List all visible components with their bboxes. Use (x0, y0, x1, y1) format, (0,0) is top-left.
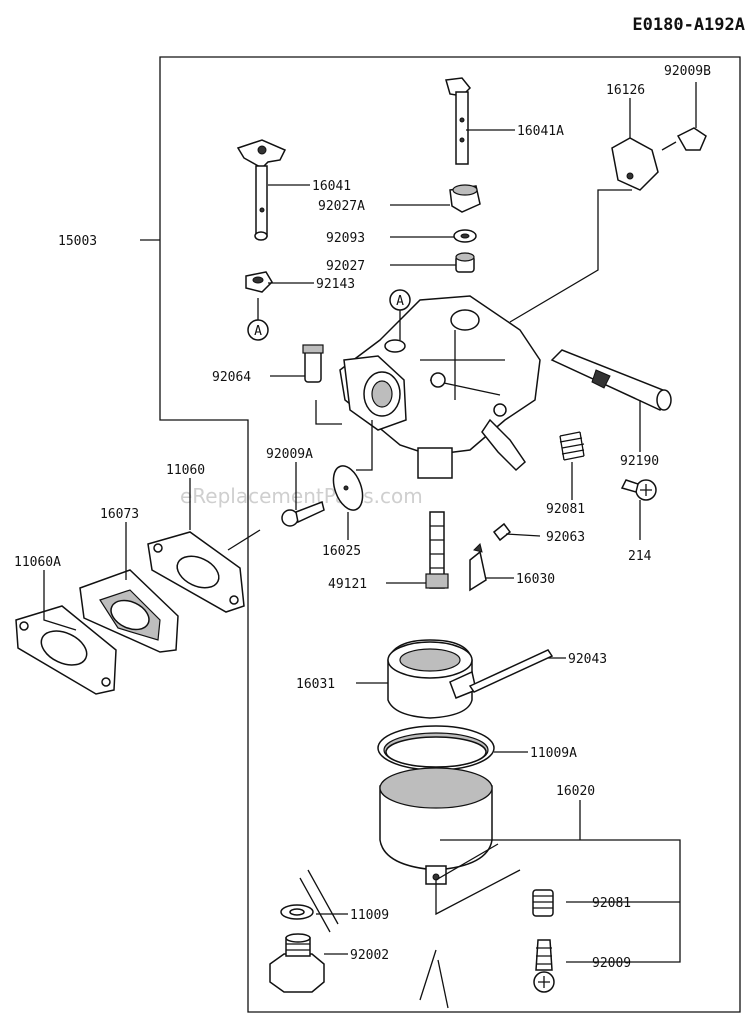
callout-92027A: 92027A (318, 199, 365, 214)
part-92143-nut (245, 271, 273, 293)
callout-92009B: 92009B (664, 64, 711, 79)
part-16031-float (387, 639, 477, 719)
callout-92093: 92093 (326, 231, 365, 246)
part-16020-float-bowl (379, 767, 493, 885)
callout-92143: 92143 (316, 277, 355, 292)
part-11060A-gasket (15, 605, 117, 695)
callout-214: 214 (628, 549, 652, 564)
part-16041A-throttle-shaft (445, 77, 472, 165)
callout-92190: 92190 (620, 454, 659, 469)
reference-a-left: A (254, 324, 262, 339)
part-92043-float-pin (468, 649, 554, 693)
part-16030-float-valve (469, 543, 487, 592)
reference-a-right: A (396, 294, 404, 309)
bowl-rim-guide-lines (299, 869, 339, 933)
bowl-bottom-guide-lines (419, 949, 449, 1009)
callout-16126: 16126 (606, 83, 645, 98)
callout-16020: 16020 (556, 784, 595, 799)
callout-92063: 92063 (546, 530, 585, 545)
callout-92043: 92043 (568, 652, 607, 667)
part-11060-gasket (147, 531, 245, 613)
part-16126-throttle-plate (611, 137, 659, 191)
reference-circle-a-right (389, 289, 411, 311)
callout-11009: 11009 (350, 908, 389, 923)
reference-circle-a-left (247, 319, 269, 341)
callout-92002: 92002 (350, 948, 389, 963)
part-16025-choke-plate (332, 465, 364, 511)
part-11009-washer (280, 904, 314, 920)
part-92064-pilot-jet (302, 344, 324, 383)
part-16041-choke-shaft (236, 139, 287, 241)
assembly-frame (159, 56, 741, 1013)
callout-92064: 92064 (212, 370, 251, 385)
callout-16030: 16030 (516, 572, 555, 587)
callout-92027: 92027 (326, 259, 365, 274)
part-92009B-screw (661, 127, 707, 151)
part-92081-spring-upper (559, 431, 585, 461)
diagram-code: E0180-A192A (632, 15, 745, 35)
callout-92009: 92009 (592, 956, 631, 971)
leader-lines (43, 82, 697, 963)
callout-16073: 16073 (100, 507, 139, 522)
callout-11009A: 11009A (530, 746, 577, 761)
callout-11060A: 11060A (14, 555, 61, 570)
part-92002-plug (269, 933, 325, 993)
part-92093-nut (453, 229, 477, 243)
callout-15003: 15003 (58, 234, 97, 249)
callout-92009A: 92009A (266, 447, 313, 462)
callout-92081-upper: 92081 (546, 502, 585, 517)
callout-49121: 49121 (328, 577, 367, 592)
callout-16025: 16025 (322, 544, 361, 559)
callout-92081-lower: 92081 (592, 896, 631, 911)
callout-16041A: 16041A (517, 124, 564, 139)
part-92009-drain-screw (533, 939, 555, 993)
part-92027-bushing (455, 252, 475, 273)
callout-11060: 11060 (166, 463, 205, 478)
part-214-screw (620, 479, 657, 501)
part-92027A-cap (449, 184, 481, 213)
part-92009A-screw (281, 500, 325, 527)
part-92190-pipe (550, 349, 672, 412)
watermark: eReplacementParts.com (180, 484, 423, 508)
part-92081-spring-lower (532, 889, 554, 917)
part-16073-insulator (79, 569, 179, 653)
part-49121-main-nozzle (425, 511, 449, 589)
part-15003-carburetor-body (339, 295, 541, 479)
part-11009A-gasket-ring (377, 725, 495, 771)
part-92063-screw (492, 522, 512, 542)
callout-16041: 16041 (312, 179, 351, 194)
callout-16031: 16031 (296, 677, 335, 692)
